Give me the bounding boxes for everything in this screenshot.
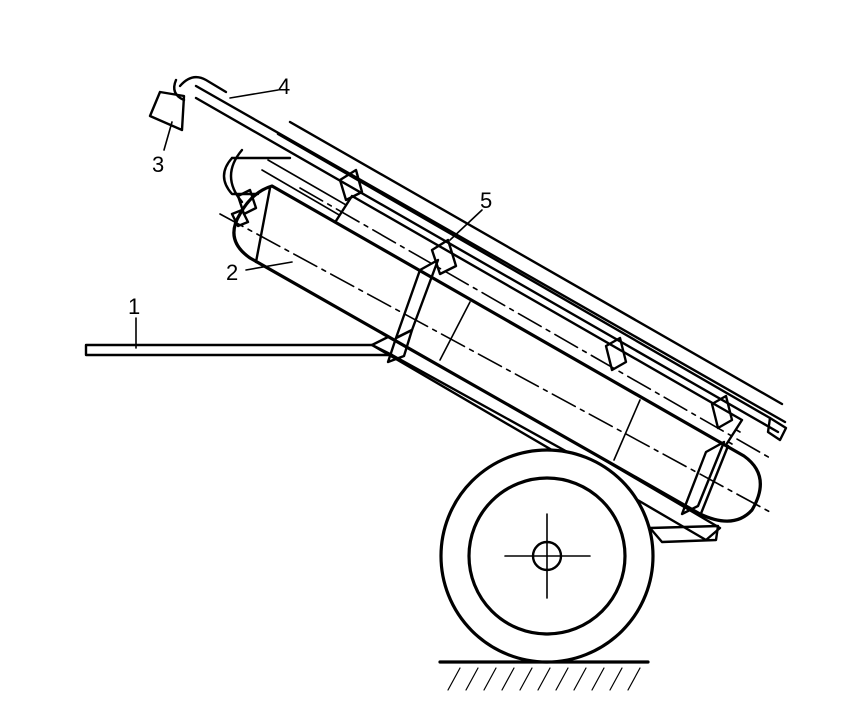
main-cylinder [219,184,771,523]
ground [438,660,650,691]
ground-hatching [447,667,641,691]
callout-label-2: 2 [226,260,238,285]
callout-label-4: 4 [278,74,290,99]
callout-label-3: 3 [152,152,164,177]
callout-label-1: 1 [128,294,140,319]
callout-label-5: 5 [480,188,492,213]
wheel [439,448,655,664]
leader-lines [135,89,483,349]
clamps [386,258,726,516]
hose-assembly [148,75,292,204]
